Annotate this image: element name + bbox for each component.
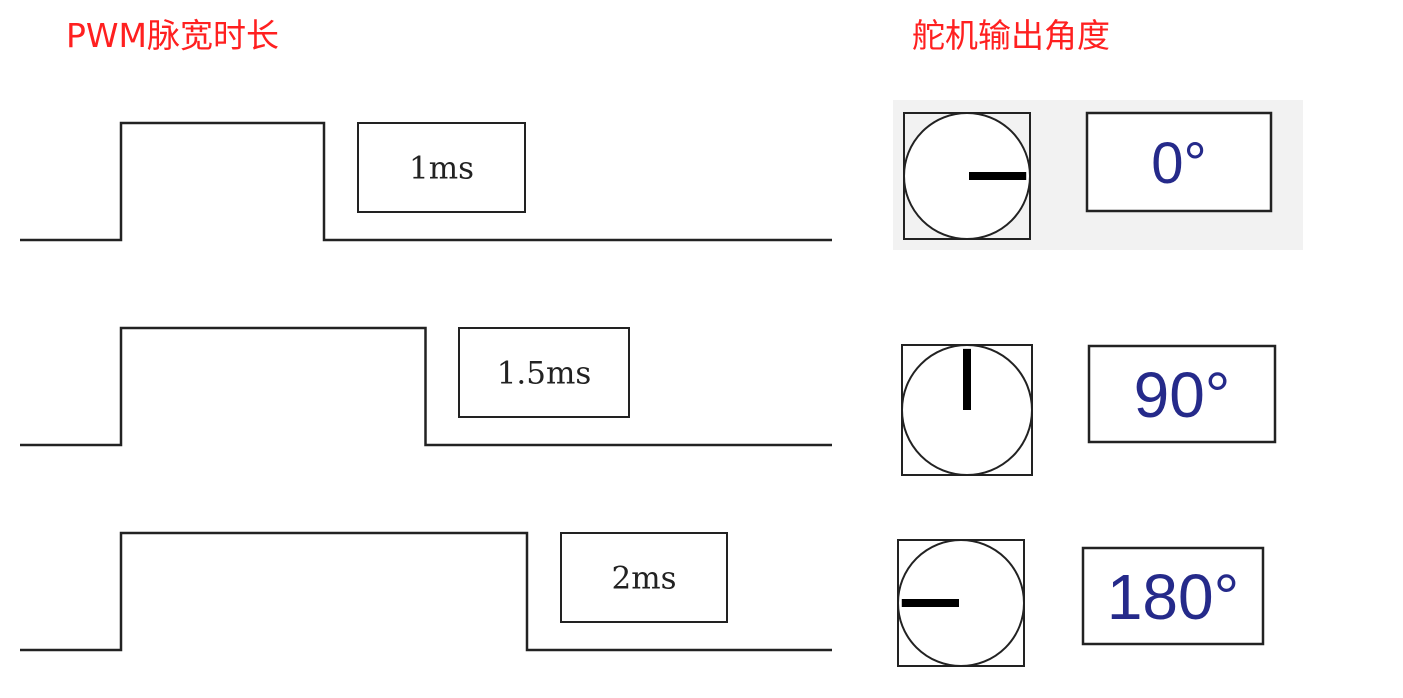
angle-box: [1081, 546, 1265, 646]
pulse-width-label: 2ms: [611, 561, 676, 597]
angle-label: 0°: [1151, 131, 1206, 196]
pwm-waveform: [20, 326, 832, 447]
angle-label: 90°: [1134, 359, 1231, 431]
angle-label: 180°: [1107, 561, 1239, 633]
pwm-waveform: [20, 121, 832, 242]
angle-box: [1087, 344, 1277, 444]
pulse-width-box: [357, 122, 526, 213]
angle-box: [1085, 111, 1273, 213]
servo-dial-circle: [903, 112, 1031, 240]
pulse-width-label: 1ms: [409, 151, 474, 187]
pwm-waveform: [20, 531, 832, 652]
pwm-heading: PWM脉宽时长: [66, 16, 280, 55]
pulse-width-box: [560, 532, 728, 623]
pulse-width-box: [458, 327, 630, 418]
servo-dial-circle: [897, 539, 1025, 667]
pulse-width-label: 1.5ms: [497, 356, 592, 392]
servo-heading: 舵机输出角度: [912, 16, 1110, 55]
